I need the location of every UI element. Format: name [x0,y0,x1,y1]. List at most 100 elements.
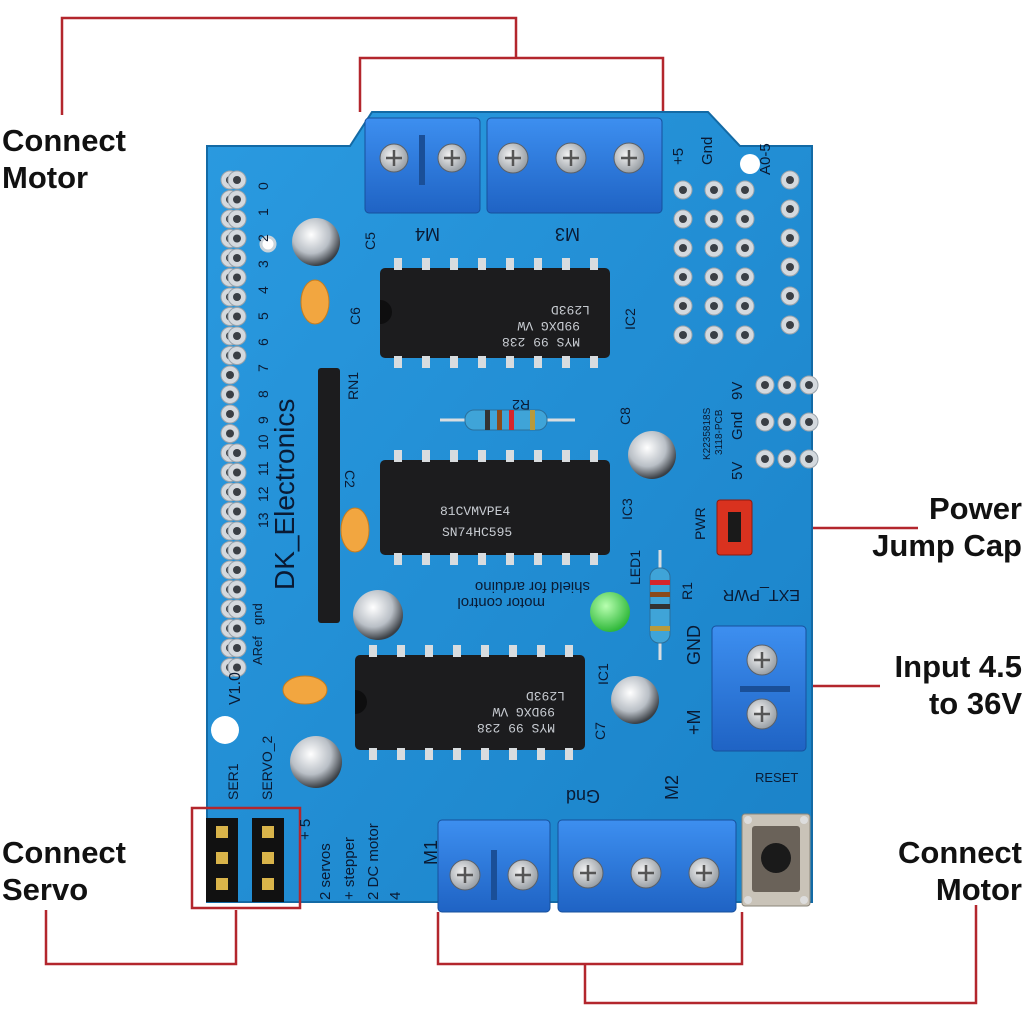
label-ic2: IC2 [622,308,638,330]
label-plus-m: +M [684,709,704,735]
terminal-m1 [437,819,551,913]
servo-pin [262,826,274,838]
label-r2: R2 [512,397,530,413]
header-pin-hole [761,381,769,389]
pin-label-7: 7 [255,364,271,372]
header-pin-hole [226,429,234,438]
servo-pin [216,826,228,838]
chip-leg [509,645,517,657]
reset-button [741,813,811,907]
label-info-3: 2 DC motor [365,823,382,900]
header-pin-hole [786,176,794,184]
left-pin-header [220,170,247,677]
header-pin-hole [805,418,813,426]
header-pin-hole [786,292,794,300]
servo-pin [216,878,228,890]
label-r1: R1 [679,582,695,600]
label-ic3: IC3 [619,498,635,520]
header-pin-hole [233,546,241,555]
chip-leg [422,258,430,270]
servo-pin [262,878,274,890]
terminal-m2 [557,819,737,913]
servo-pin [216,852,228,864]
header-pin-hole [679,302,687,310]
header-pin-hole [233,234,241,243]
pin-label-13: 13 [255,512,271,528]
pin-label-0: 0 [255,182,271,190]
ic-bot-line2: 99DXG VW [492,704,555,719]
label-ser1: SER1 [225,763,241,800]
label-top-plus5: +5 [670,148,687,165]
chip-leg [394,553,402,565]
label-pwr-9v: 9V [729,382,746,400]
label-info-prefix: + 5 [297,819,314,840]
chip-leg [590,450,598,462]
label-subtitle-1: motor control [457,594,545,611]
header-pin-hole [233,624,241,633]
header-pin-hole [710,331,718,339]
chip-leg [425,748,433,760]
header-pin-hole [233,566,241,574]
header-pin-hole [786,263,794,271]
chip-leg [534,553,542,565]
header-pin-hole [761,455,769,463]
chip-leg [397,748,405,760]
chip-leg [590,258,598,270]
chip-leg [534,356,542,368]
chip-ic2 [380,268,610,358]
chip-leg [562,553,570,565]
right-pin-headers [673,170,819,469]
pin-label-1: 1 [255,208,271,216]
silkscreen: DK_Electronics V1.0 motor control shield… [225,137,800,900]
label-top-gnd: Gnd [699,137,716,165]
resistor-network-rn1 [318,368,340,623]
header-pin-hole [679,331,687,339]
header-pin-hole [741,215,749,223]
label-info-2: + stepper [341,837,358,900]
label-info-1: 2 servos [317,843,334,900]
pin-label-2: 2 [255,234,271,242]
pin-label-5: 5 [255,312,271,320]
chip-leg [422,356,430,368]
label-led1: LED1 [627,550,643,585]
label-servo2: SERVO_2 [259,735,275,800]
label-pwr: PWR [692,507,708,540]
header-pin-hole [741,244,749,252]
chip-leg [450,553,458,565]
chip-leg [481,748,489,760]
header-pin-hole [233,273,241,282]
header-pin-hole [233,644,241,652]
pin-label-12: 12 [255,486,271,502]
chip-leg [394,450,402,462]
header-pin-hole [783,418,791,426]
label-pcb-code-1: K2235818S [702,407,713,460]
pin-label-3: 3 [255,260,271,268]
chip-leg [478,553,486,565]
chip-leg [562,356,570,368]
chip-leg [562,258,570,270]
terminal-ext-pwr [711,625,807,752]
pin-label-8: 8 [255,390,271,398]
header-pin-hole [710,244,718,252]
header-pin-hole [710,186,718,194]
chip-leg [478,258,486,270]
chip-leg [565,645,573,657]
label-top-a05: A0-5 [757,143,774,175]
chip-leg [369,645,377,657]
callout-power-jump-cap: Power Jump Cap [872,491,1022,563]
header-pin-hole [741,331,749,339]
chip-leg [394,258,402,270]
chip-ic1 [355,655,585,750]
ic-mid-line1: 81CVMVPE4 [440,504,510,519]
label-pwr-gnd: Gnd [729,412,746,440]
ic-top-line2: 99DXG VW [517,318,580,333]
header-pin-hole [233,468,241,477]
header-pin-hole [710,215,718,223]
pin-label-11: 11 [255,461,271,476]
chip-leg [565,748,573,760]
chip-leg [509,748,517,760]
chip-ic3 [380,460,610,555]
ceramic-capacitors [282,279,370,705]
